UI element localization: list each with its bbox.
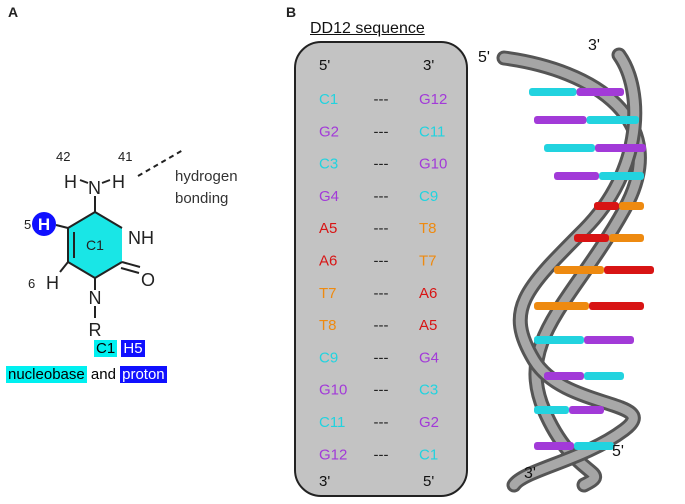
hydrogen-bonding-label-1: hydrogen	[175, 168, 238, 185]
sequence-left-base: G10	[319, 382, 347, 399]
sequence-pair-link: ---	[374, 188, 389, 205]
helix-base-left	[534, 406, 569, 414]
sequence-pair-link: ---	[374, 317, 389, 334]
sequence-right-base: T8	[419, 220, 437, 237]
sequence-right-base: G12	[419, 91, 447, 108]
sequence-pair-link: ---	[374, 446, 389, 463]
atom-n4: N	[88, 178, 101, 198]
label-position-6: 6	[28, 276, 35, 291]
helix-base-left	[529, 88, 577, 96]
sequence-right-base: A5	[419, 317, 437, 334]
helix-base-left	[594, 202, 619, 210]
helix-base-left	[574, 234, 609, 242]
atom-n1: N	[89, 288, 102, 308]
legend-h5: H5	[121, 340, 145, 357]
sequence-pair-link: ---	[374, 91, 389, 108]
sequence-left-base: C1	[319, 91, 338, 108]
helix-base-right	[569, 406, 604, 414]
panel-label-a: A	[8, 4, 19, 20]
helix-base-right	[604, 266, 654, 274]
atom-h5: H	[38, 215, 50, 234]
helix-base-left	[554, 172, 599, 180]
helix-label-top-3: 3'	[588, 37, 600, 54]
label-42: 42	[56, 149, 70, 164]
cytosine-structure: 42 41 H N H hydrogen bonding 5 H C1 NH 6…	[24, 149, 238, 340]
sequence-right-base: A6	[419, 285, 437, 302]
helix-base-right	[595, 144, 646, 152]
helix-base-left	[544, 144, 595, 152]
sequence-left-base: G12	[319, 446, 347, 463]
helix-base-left	[534, 116, 587, 124]
ring-fill	[68, 212, 122, 278]
helix-base-right	[584, 336, 634, 344]
sequence-left-base: C11	[319, 414, 345, 431]
panel-label-b: B	[286, 4, 297, 20]
label-41: 41	[118, 149, 132, 164]
helix-base-left	[534, 302, 589, 310]
legend-row-1: C1 H5	[94, 338, 145, 360]
dna-helix: 5' 3' 5' 3'	[478, 37, 654, 493]
helix-base-right	[586, 116, 639, 124]
atom-h42: H	[64, 172, 77, 192]
sequence-right-base: G10	[419, 156, 447, 173]
sequence-pair-link: ---	[374, 220, 389, 237]
sequence-title: DD12 sequence	[310, 20, 425, 37]
atom-h6: H	[46, 273, 59, 293]
sequence-pair-link: ---	[374, 285, 389, 302]
sequence-left-base: A6	[319, 253, 337, 270]
h5-highlight	[32, 212, 56, 236]
sequence-left-base: T8	[319, 317, 337, 334]
sequence-right-base: C1	[419, 446, 438, 463]
sequence-bottom-left-end: 3'	[319, 473, 330, 490]
helix-base-right	[584, 372, 624, 380]
legend-and: and	[90, 366, 116, 383]
ring-label-c1: C1	[86, 237, 104, 253]
helix-base-right	[609, 234, 644, 242]
atom-n3h: NH	[128, 228, 154, 248]
helix-label-bottom-5: 5'	[612, 443, 624, 460]
helix-base-left	[534, 336, 584, 344]
sequence-left-base: T7	[319, 285, 337, 302]
sequence-pair-link: ---	[374, 123, 389, 140]
helix-base-left	[544, 372, 584, 380]
legend-nucleobase: nucleobase	[6, 366, 87, 383]
legend-c1: C1	[94, 340, 118, 357]
sequence-top-right-end: 3'	[423, 57, 434, 74]
sequence-box: 5'3'C1---G12G2---C11C3---G10G4---C9A5---…	[294, 41, 468, 497]
sequence-right-base: C11	[419, 123, 445, 140]
sequence-left-base: G2	[319, 123, 339, 140]
atom-h41: H	[112, 172, 125, 192]
sequence-pair-link: ---	[374, 156, 389, 173]
hydrogen-bonding-label-2: bonding	[175, 190, 228, 207]
sequence-left-base: A5	[319, 220, 337, 237]
sequence-right-base: G2	[419, 414, 439, 431]
legend-row-2: nucleobase and proton	[6, 364, 167, 386]
atom-o2: O	[141, 270, 155, 290]
sequence-pair-link: ---	[374, 382, 389, 399]
sequence-pair-link: ---	[374, 253, 389, 270]
helix-base-right	[576, 88, 624, 96]
sequence-top-left-end: 5'	[319, 57, 330, 74]
legend-proton: proton	[120, 366, 167, 383]
helix-base-right	[599, 172, 644, 180]
sequence-right-base: C3	[419, 382, 438, 399]
helix-base-right	[619, 202, 644, 210]
sequence-pair-link: ---	[374, 349, 389, 366]
sequence-right-base: G4	[419, 349, 439, 366]
sequence-left-base: G4	[319, 188, 339, 205]
atom-r: R	[89, 320, 102, 340]
sequence-left-base: C3	[319, 156, 338, 173]
sequence-right-base: C9	[419, 188, 438, 205]
sequence-right-base: T7	[419, 253, 437, 270]
helix-base-left	[554, 266, 604, 274]
sequence-pair-link: ---	[374, 414, 389, 431]
sequence-bottom-right-end: 5'	[423, 473, 434, 490]
helix-label-top-5: 5'	[478, 49, 490, 66]
helix-base-right	[589, 302, 644, 310]
helix-base-left	[534, 442, 574, 450]
helix-label-bottom-3: 3'	[524, 465, 536, 482]
label-position-5: 5	[24, 217, 31, 232]
sequence-left-base: C9	[319, 349, 338, 366]
helix-base-right	[574, 442, 614, 450]
